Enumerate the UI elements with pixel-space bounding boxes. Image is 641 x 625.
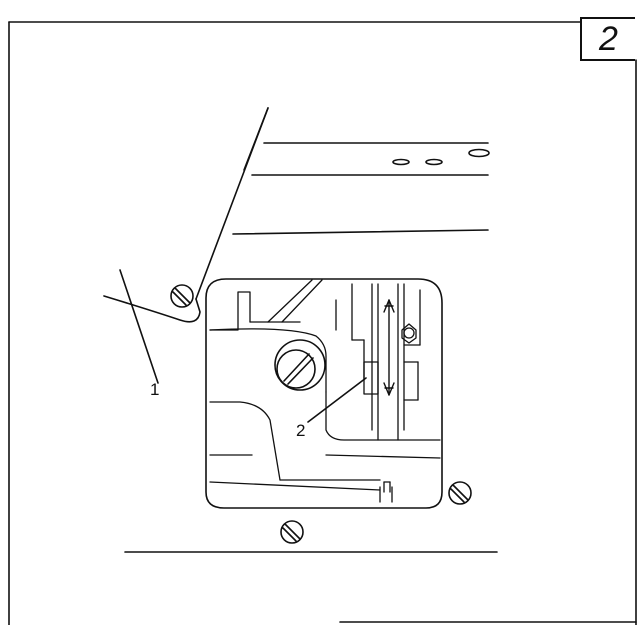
large-screw-icon xyxy=(274,339,326,391)
inner-mechanism xyxy=(209,279,441,503)
window-opening xyxy=(205,278,443,509)
bed-holes xyxy=(392,148,490,166)
callout-label-2: 2 xyxy=(296,421,306,440)
callout-label-1: 1 xyxy=(150,380,160,399)
step-number: 2 xyxy=(599,19,618,58)
cover-screw-icon xyxy=(280,520,304,544)
cover-plate-outline xyxy=(103,295,201,323)
cover-screw-icon xyxy=(170,284,194,308)
cover-screw-icon xyxy=(448,481,472,505)
adjust-arrows xyxy=(383,299,395,396)
outer-frame xyxy=(8,21,637,625)
bed-edges xyxy=(124,107,498,553)
leader-line-2 xyxy=(307,377,367,423)
step-number-box: 2 xyxy=(580,17,635,61)
